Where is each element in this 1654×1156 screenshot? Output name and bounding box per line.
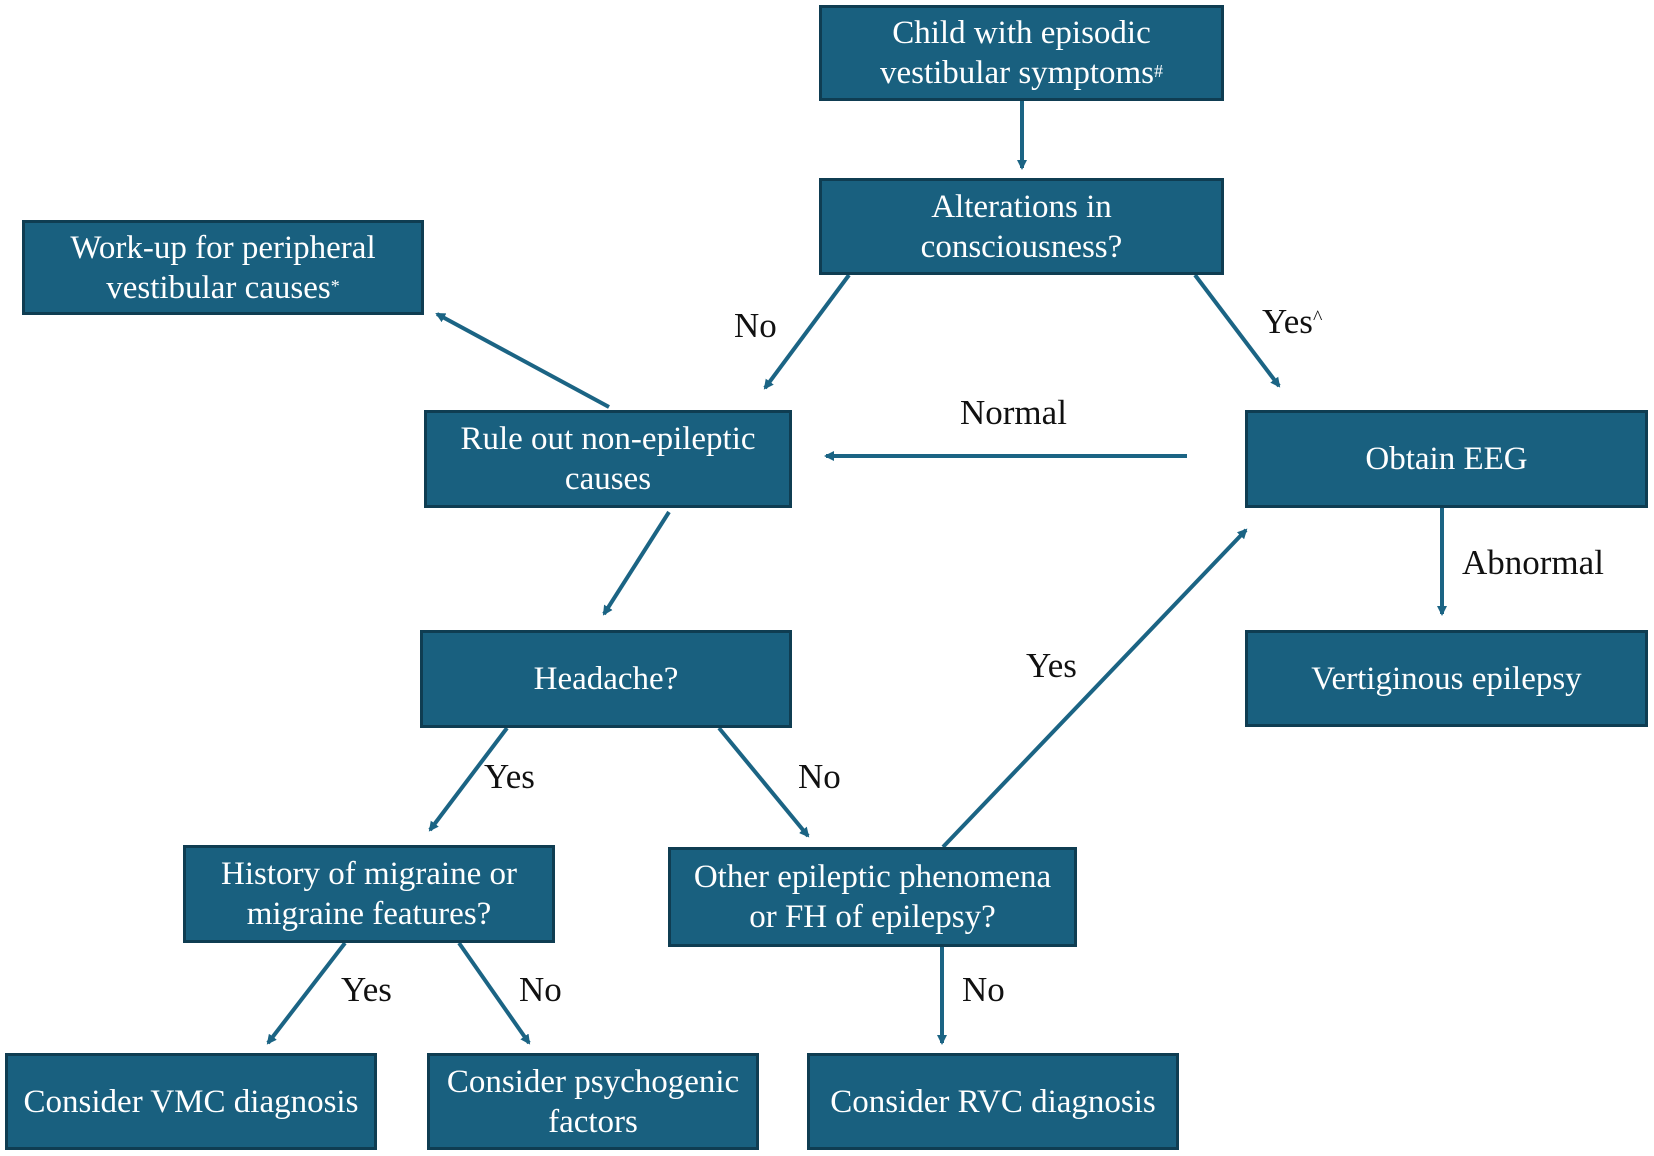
rule-out-box: Rule out non-epileptic causes	[424, 410, 792, 508]
arrow-headache-yes	[428, 726, 509, 832]
headache-box: Headache?	[420, 630, 792, 728]
arrow-migraine-yes	[266, 941, 347, 1045]
start-box: Child with episodic vestibular symptoms#	[819, 5, 1224, 101]
peripheral-box-mark: *	[330, 275, 340, 296]
label-other-no: No	[962, 970, 1005, 1009]
migraine-history-box-line1: History of migraine or	[220, 856, 518, 892]
vmc-box: Consider VMC diagnosis	[5, 1053, 377, 1150]
label-eeg-abnormal: Abnormal	[1462, 543, 1604, 582]
rvc-box-line1: Consider RVC diagnosis	[830, 1083, 1156, 1120]
consciousness-box-line2: consciousness?	[920, 228, 1123, 265]
label-consciousness-no: No	[734, 306, 777, 345]
arrow-headache-no	[717, 726, 810, 838]
rule-out-box-line2: causes	[564, 461, 652, 497]
label-consciousness-yes: Yes^	[1262, 302, 1322, 342]
arrow-migraine-no	[457, 941, 531, 1045]
consciousness-box-line1: Alterations in	[931, 188, 1112, 225]
peripheral-box-line2: vestibular causes	[106, 269, 331, 306]
eeg-box: Obtain EEG	[1245, 410, 1648, 508]
other-epileptic-box: Other epileptic phenomena or FH of epile…	[668, 847, 1077, 947]
vertiginous-box-line1: Vertiginous epilepsy	[1311, 660, 1582, 697]
psychogenic-box-line1: Consider psychogenic	[446, 1063, 740, 1100]
label-headache-no: No	[798, 757, 841, 796]
label-other-yes: Yes	[1026, 646, 1077, 685]
rule-out-box-line1: Rule out non-epileptic	[460, 421, 756, 457]
vmc-box-line1: Consider VMC diagnosis	[23, 1083, 359, 1120]
arrow-other-yes	[941, 528, 1248, 849]
arrow-consciousness-yes	[1193, 273, 1281, 388]
rvc-box: Consider RVC diagnosis	[807, 1053, 1179, 1150]
arrow-ruleout-to-headache	[602, 510, 671, 616]
label-consciousness-yes-text: Yes	[1262, 302, 1313, 341]
label-migraine-yes: Yes	[341, 970, 392, 1009]
migraine-history-box-line2: migraine features?	[246, 896, 492, 932]
other-epileptic-box-line1: Other epileptic phenomena	[693, 859, 1052, 895]
migraine-history-box: History of migraine or migraine features…	[183, 845, 555, 943]
label-consciousness-yes-mark: ^	[1312, 307, 1323, 329]
label-headache-yes: Yes	[484, 757, 535, 796]
peripheral-box-line1: Work-up for peripheral	[70, 229, 376, 266]
start-box-line2: vestibular symptoms	[879, 55, 1155, 91]
eeg-box-line1: Obtain EEG	[1365, 441, 1528, 477]
other-epileptic-box-line2: or FH of epilepsy?	[749, 899, 996, 935]
arrow-consciousness-no	[763, 273, 851, 390]
start-box-line1: Child with episodic	[892, 15, 1151, 51]
peripheral-box: Work-up for peripheral vestibular causes…	[22, 220, 424, 315]
label-eeg-normal: Normal	[960, 393, 1067, 432]
arrow-ruleout-to-peripheral	[435, 312, 610, 409]
vertiginous-box: Vertiginous epilepsy	[1245, 630, 1648, 727]
start-box-mark: #	[1154, 61, 1164, 81]
label-migraine-no: No	[519, 970, 562, 1009]
consciousness-box: Alterations in consciousness?	[819, 178, 1224, 275]
psychogenic-box: Consider psychogenic factors	[427, 1053, 759, 1150]
headache-box-line1: Headache?	[533, 661, 679, 697]
psychogenic-box-line2: factors	[548, 1103, 638, 1140]
